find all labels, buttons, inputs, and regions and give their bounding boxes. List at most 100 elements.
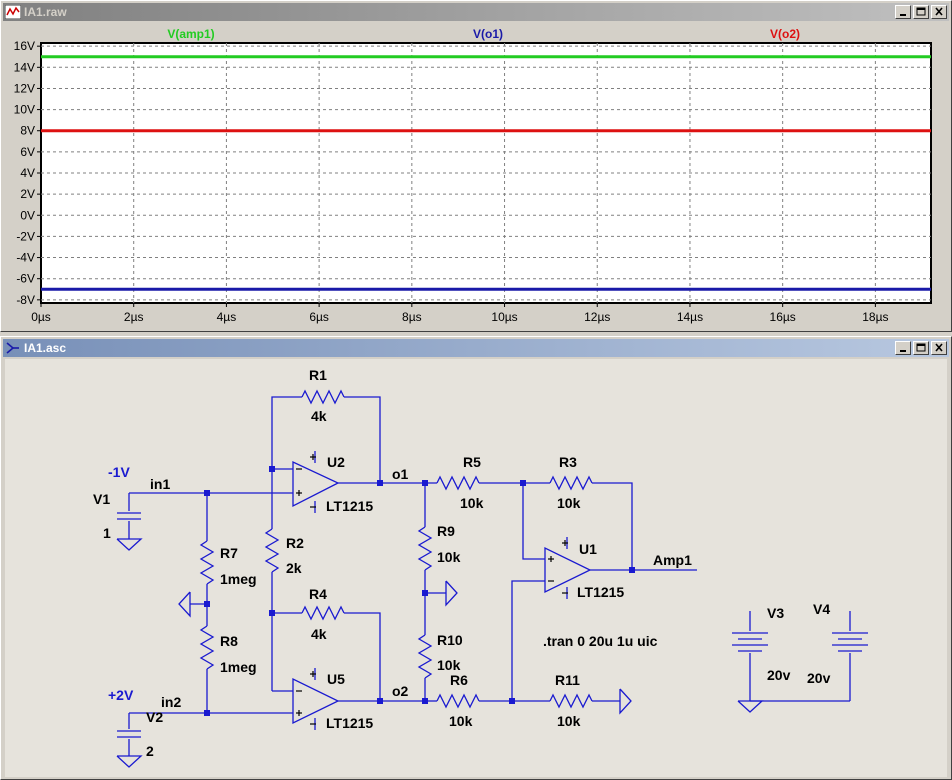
- r1-value[interactable]: 4k: [311, 408, 327, 424]
- v3-value[interactable]: 20v: [767, 667, 791, 683]
- u2-part[interactable]: LT1215: [326, 498, 373, 514]
- r9-name[interactable]: R9: [437, 523, 455, 539]
- v4-value[interactable]: 20v: [807, 670, 831, 686]
- minimize-icon: [900, 14, 906, 16]
- r2-name[interactable]: R2: [286, 535, 304, 551]
- r8-value[interactable]: 1meg: [220, 659, 257, 675]
- v1-display-value[interactable]: -1V: [108, 464, 130, 480]
- x-tick-label: 18µs: [862, 310, 888, 324]
- x-tick-label: 6µs: [309, 310, 329, 324]
- maximize-icon: [916, 7, 926, 16]
- y-tick-label: 12V: [14, 81, 35, 95]
- schematic-window-title: IA1.asc: [24, 341, 67, 355]
- v1-name[interactable]: V1: [93, 491, 110, 507]
- net-amp1[interactable]: Amp1: [653, 552, 692, 568]
- waveform-plot-panel[interactable]: 0µs 2µs 4µs 6µs 8µs 10µs 12µs 14µs 16µs 18µs 16V 14…: [5, 23, 947, 329]
- y-tick-label: -8V: [16, 293, 35, 307]
- r4-name[interactable]: R4: [309, 586, 327, 602]
- legend-entry[interactable]: V(o2): [770, 27, 800, 41]
- spice-directive[interactable]: .tran 0 20u 1u uic: [543, 633, 658, 649]
- schematic-canvas[interactable]: R1 4k U2 LT1215 o1 R5 10k R3 10k in1 V1 …: [5, 359, 947, 777]
- maximize-button[interactable]: [913, 5, 929, 19]
- r11-name[interactable]: R11: [555, 672, 580, 688]
- schematic-titlebar[interactable]: IA1.asc: [3, 339, 949, 357]
- opamp-u2[interactable]: [292, 460, 340, 508]
- u1-name[interactable]: U1: [579, 541, 597, 557]
- schematic-drawing[interactable]: R1 4k U2 LT1215 o1 R5 10k R3 10k in1 V1 …: [5, 359, 949, 777]
- minimize-button[interactable]: [895, 5, 911, 19]
- net-in2[interactable]: in2: [161, 694, 181, 710]
- net-o1[interactable]: o1: [392, 466, 409, 482]
- v2-value[interactable]: 2: [146, 743, 154, 759]
- r5-value[interactable]: 10k: [460, 495, 484, 511]
- r5-name[interactable]: R5: [463, 454, 481, 470]
- v2-display-value[interactable]: +2V: [108, 687, 134, 703]
- r1-name[interactable]: R1: [309, 367, 327, 383]
- source-value-labels: -1V +2V: [108, 464, 134, 703]
- legend-entry[interactable]: V(amp1): [167, 27, 214, 41]
- maximize-button[interactable]: [913, 341, 929, 355]
- v2-name[interactable]: V2: [146, 709, 163, 725]
- opamp-u5[interactable]: [292, 677, 340, 725]
- u2-name[interactable]: U2: [327, 454, 345, 470]
- waveform-chart[interactable]: 0µs 2µs 4µs 6µs 8µs 10µs 12µs 14µs 16µs 18µs 16V 14…: [5, 23, 949, 329]
- r7-value[interactable]: 1meg: [220, 571, 257, 587]
- y-tick-label: 10V: [14, 103, 35, 117]
- close-button[interactable]: [931, 5, 947, 19]
- r9-value[interactable]: 10k: [437, 549, 461, 565]
- u5-part[interactable]: LT1215: [326, 715, 373, 731]
- r4-value[interactable]: 4k: [311, 626, 327, 642]
- waveform-icon: [5, 5, 21, 19]
- net-o2[interactable]: o2: [392, 683, 409, 699]
- wires: [116, 389, 868, 768]
- minimize-button[interactable]: [895, 341, 911, 355]
- u5-name[interactable]: U5: [327, 671, 345, 687]
- v4-name[interactable]: V4: [813, 601, 830, 617]
- y-tick-label: 8V: [20, 124, 35, 138]
- legend-entry[interactable]: V(o1): [473, 27, 503, 41]
- u1-part[interactable]: LT1215: [577, 584, 624, 600]
- r11-value[interactable]: 10k: [557, 713, 581, 729]
- maximize-icon: [916, 343, 926, 352]
- x-tick-label: 12µs: [584, 310, 610, 324]
- minimize-icon: [900, 350, 906, 352]
- x-tick-label: 16µs: [770, 310, 796, 324]
- close-icon: [935, 7, 943, 16]
- y-tick-label: 16V: [14, 39, 35, 53]
- x-tick-label: 14µs: [677, 310, 703, 324]
- schematic-window: IA1.asc: [0, 336, 952, 780]
- y-tick-label: -4V: [16, 251, 35, 265]
- y-tick-label: 2V: [20, 187, 35, 201]
- schematic-icon: [6, 342, 19, 354]
- y-tick-label: 4V: [20, 166, 35, 180]
- close-button[interactable]: [931, 341, 947, 355]
- y-tick-label: 6V: [20, 145, 35, 159]
- v1-value[interactable]: 1: [103, 525, 111, 541]
- x-tick-label: 2µs: [124, 310, 144, 324]
- r10-name[interactable]: R10: [437, 632, 463, 648]
- x-tick-label: 4µs: [217, 310, 237, 324]
- r6-value[interactable]: 10k: [449, 713, 473, 729]
- r8-name[interactable]: R8: [220, 633, 238, 649]
- y-tick-label: 0V: [20, 208, 35, 222]
- waveform-window: IA1.raw 0µs 2µs 4µs 6µs 8µs 10µs 12µs 14µs 16µs 1…: [0, 0, 952, 332]
- junction-dots: [204, 466, 635, 716]
- v3-name[interactable]: V3: [767, 605, 784, 621]
- net-in1[interactable]: in1: [150, 476, 170, 492]
- x-tick-label: 10µs: [491, 310, 517, 324]
- r7-name[interactable]: R7: [220, 545, 238, 561]
- r6-name[interactable]: R6: [450, 672, 468, 688]
- close-icon: [935, 343, 943, 352]
- r3-value[interactable]: 10k: [557, 495, 581, 511]
- r2-value[interactable]: 2k: [286, 560, 302, 576]
- x-tick-label: 8µs: [402, 310, 422, 324]
- r3-name[interactable]: R3: [559, 454, 577, 470]
- y-tick-label: 14V: [14, 60, 35, 74]
- y-tick-label: -2V: [16, 229, 35, 243]
- y-tick-label: -6V: [16, 272, 35, 286]
- pin-markers: [296, 454, 568, 725]
- r10-value[interactable]: 10k: [437, 657, 461, 673]
- x-tick-label: 0µs: [31, 310, 51, 324]
- opamp-u1[interactable]: [544, 546, 592, 594]
- waveform-titlebar[interactable]: IA1.raw: [3, 3, 949, 21]
